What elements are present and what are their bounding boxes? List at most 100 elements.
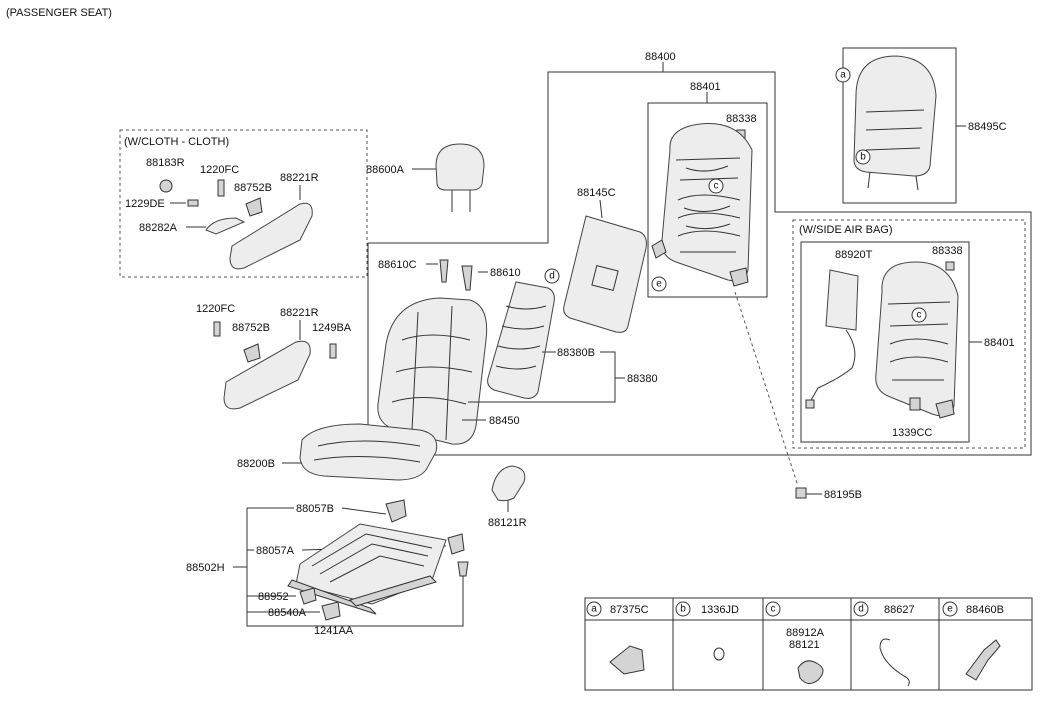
seatback-frame-drawing — [651, 123, 753, 287]
part-88282A — [205, 217, 246, 235]
callout-a-board-letter: a — [840, 70, 846, 81]
airbag-module-drawing — [805, 269, 859, 409]
part-1220FC-top — [217, 179, 225, 197]
lumbar-mat-drawing — [487, 281, 555, 399]
leader-88195B-dash — [734, 291, 799, 487]
label-88121R: 88121R — [488, 517, 527, 529]
legend-part-e: 88460B — [966, 604, 1004, 616]
part-88221R-shield — [223, 340, 311, 410]
label-88183R: 88183R — [146, 157, 185, 169]
part-88183R — [159, 179, 173, 193]
label-88338-sab: 88338 — [932, 245, 963, 257]
part-1249BA — [329, 343, 337, 359]
legend-letter-b: b — [680, 604, 686, 615]
label-88450: 88450 — [489, 415, 520, 427]
part-88057A — [447, 533, 465, 555]
label-88610C: 88610C — [378, 259, 417, 271]
legend-drawing-b — [713, 647, 725, 661]
callout-c-frame-letter: c — [714, 181, 719, 192]
part-1220FC — [213, 321, 221, 337]
legend-letter-a: a — [591, 604, 597, 615]
label-88495C: 88495C — [968, 121, 1007, 133]
label-88057A: 88057A — [256, 545, 295, 557]
label-88380B: 88380B — [557, 347, 595, 359]
callout-legend: a 87375C b 1336JD c 88912A 88121 d 88627… — [584, 597, 1033, 691]
airbag-seatback-frame-drawing — [875, 261, 959, 419]
label-88952: 88952 — [258, 591, 289, 603]
part-88057B — [385, 499, 407, 523]
label-88401-sab: 88401 — [984, 337, 1015, 349]
part-88610C — [439, 259, 449, 283]
legend-drawing-a — [609, 645, 645, 675]
part-88752B — [243, 343, 261, 363]
seatback-cushion-drawing — [377, 297, 488, 445]
part-88121R-drawing — [491, 465, 526, 502]
legend-letter-e: e — [947, 604, 953, 615]
part-88610 — [461, 265, 473, 291]
callout-c-frame — [708, 178, 724, 194]
label-88145C: 88145C — [577, 187, 616, 199]
callout-b-board-letter: b — [860, 152, 866, 163]
callout-b-board — [855, 149, 871, 165]
label-88400: 88400 — [645, 51, 676, 63]
legend-part-c: 88912A — [786, 627, 825, 639]
label-88195B: 88195B — [824, 489, 862, 501]
legend-letter-c: c — [771, 604, 776, 615]
legend-part-d: 88627 — [884, 604, 915, 616]
label-1220FC: 1220FC — [196, 303, 235, 315]
callout-a-board — [835, 67, 851, 83]
legend-callout-c — [765, 601, 781, 617]
legend-frame — [584, 597, 1033, 691]
callout-c-sab — [911, 307, 927, 323]
group-cloth-cloth: (W/CLOTH - CLOTH) — [124, 136, 229, 148]
legend-callout-b — [675, 601, 691, 617]
label-88221R-top: 88221R — [280, 172, 319, 184]
legend-drawing-d — [879, 638, 910, 687]
label-88920T: 88920T — [835, 249, 873, 261]
seat-track-drawing — [287, 523, 447, 615]
seat-cushion-drawing — [299, 423, 438, 481]
label-88057B: 88057B — [296, 503, 334, 515]
part-88752B-top — [245, 197, 263, 217]
callout-d-mat — [544, 268, 560, 284]
box-cloth-cloth — [119, 129, 368, 278]
part-1229DE — [187, 199, 199, 207]
back-board-drawing — [853, 55, 937, 191]
part-88952 — [299, 587, 317, 605]
assembly-88400-outline — [367, 71, 1032, 456]
callout-c-sab-letter: c — [917, 310, 922, 321]
part-1241AA — [457, 561, 469, 577]
legend-part-c-2: 88121 — [789, 639, 820, 651]
legend-letter-d: d — [858, 604, 864, 615]
diagram-title: (PASSENGER SEAT) — [6, 7, 112, 19]
label-88502H: 88502H — [186, 562, 225, 574]
legend-part-a: 87375C — [610, 604, 649, 616]
label-88401-top: 88401 — [690, 81, 721, 93]
leader-88145C — [599, 199, 603, 219]
legend-callout-a — [586, 601, 602, 617]
label-88338-top: 88338 — [726, 113, 757, 125]
legend-drawing-e — [965, 639, 1001, 681]
leader-88057B — [341, 507, 387, 515]
callout-e-frame — [651, 276, 667, 292]
label-1220FC-top: 1220FC — [200, 164, 239, 176]
label-1229DE: 1229DE — [125, 198, 165, 210]
bracket-88380 — [468, 351, 616, 403]
part-88221R-cloth-shield — [229, 202, 313, 270]
back-pad-88145C-drawing — [563, 215, 647, 333]
label-1249BA: 1249BA — [312, 322, 352, 334]
legend-callout-e — [942, 601, 958, 617]
headrest-drawing — [435, 143, 485, 212]
legend-part-b: 1336JD — [701, 604, 739, 616]
label-88221R: 88221R — [280, 307, 319, 319]
group-side-airbag: (W/SIDE AIR BAG) — [799, 224, 893, 236]
label-1339CC: 1339CC — [892, 427, 932, 439]
label-88540A: 88540A — [268, 607, 307, 619]
callout-d-mat-letter: d — [549, 271, 555, 282]
legend-callout-d — [853, 601, 869, 617]
part-88195B — [795, 487, 807, 499]
label-88752B-top: 88752B — [234, 182, 272, 194]
label-88752B: 88752B — [232, 322, 270, 334]
label-88380: 88380 — [627, 373, 658, 385]
